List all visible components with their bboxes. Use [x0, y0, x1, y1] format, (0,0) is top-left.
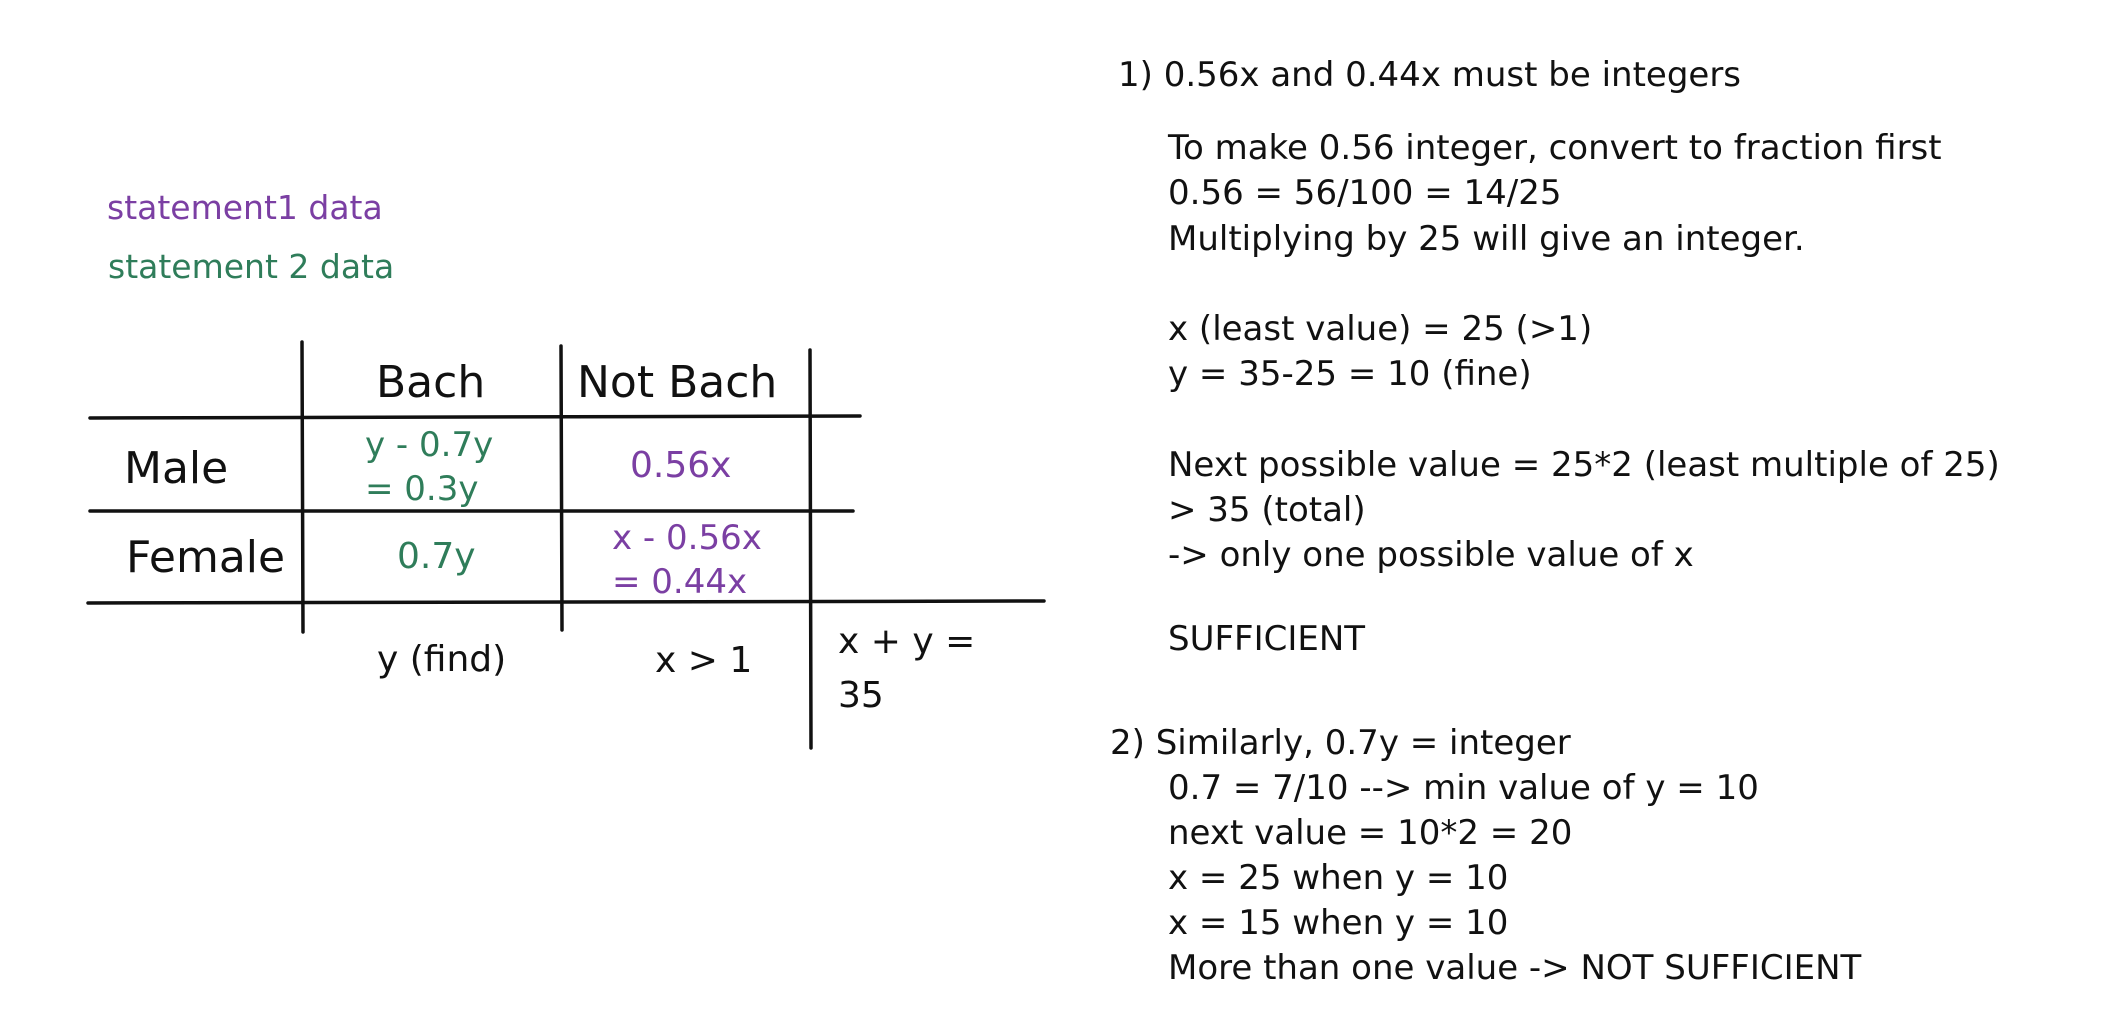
total-bach: y (find): [377, 639, 507, 680]
s2-line-5: More than one value -> NOT SUFFICIENT: [1168, 948, 1862, 988]
s2-line-1: 0.7 = 7/10 --> min value of y = 10: [1168, 768, 1759, 808]
s1-line-3: Multiplying by 25 will give an integer.: [1168, 219, 1805, 259]
grand-total-line2: 35: [838, 675, 884, 716]
total-not-bach: x > 1: [655, 640, 753, 681]
s2-line-4: x = 15 when y = 10: [1168, 903, 1509, 943]
s2-heading: 2) Similarly, 0.7y = integer: [1110, 723, 1571, 763]
grid-line-v1: [300, 340, 305, 634]
header-bach: Bach: [376, 357, 486, 408]
s1-line-7: > 35 (total): [1168, 490, 1366, 530]
row-label-male: Male: [124, 443, 229, 494]
grand-total-line1: x + y =: [838, 621, 976, 662]
row-label-female: Female: [126, 532, 286, 583]
legend-statement2: statement 2 data: [108, 247, 395, 286]
cell-female-not-bach: x - 0.56x = 0.44x: [612, 518, 762, 602]
s1-line-4: x (least value) = 25 (>1): [1168, 309, 1593, 349]
s1-heading: 1) 0.56x and 0.44x must be integers: [1118, 55, 1742, 95]
cell-male-not-bach: 0.56x: [630, 445, 732, 486]
cell-male-bach: y - 0.7y = 0.3y: [365, 425, 494, 509]
s1-line-6: Next possible value = 25*2 (least multip…: [1168, 445, 2000, 485]
s2-line-3: x = 25 when y = 10: [1168, 858, 1509, 898]
s1-line-5: y = 35-25 = 10 (fine): [1168, 354, 1532, 394]
s1-line-8: -> only one possible value of x: [1168, 535, 1694, 575]
grid-line-v3: [808, 348, 813, 750]
s2-line-2: next value = 10*2 = 20: [1168, 813, 1573, 853]
grid-line-h1: [88, 414, 862, 420]
s1-line-2: 0.56 = 56/100 = 14/25: [1168, 173, 1562, 213]
s1-line-9: SUFFICIENT: [1168, 619, 1366, 659]
grid-line-v2: [559, 344, 564, 632]
cell-female-bach: 0.7y: [397, 536, 476, 577]
grid-line-h3: [86, 599, 1046, 605]
s1-line-1: To make 0.56 integer, convert to fractio…: [1168, 128, 1942, 168]
legend-statement1: statement1 data: [107, 188, 383, 227]
header-not-bach: Not Bach: [577, 357, 778, 408]
